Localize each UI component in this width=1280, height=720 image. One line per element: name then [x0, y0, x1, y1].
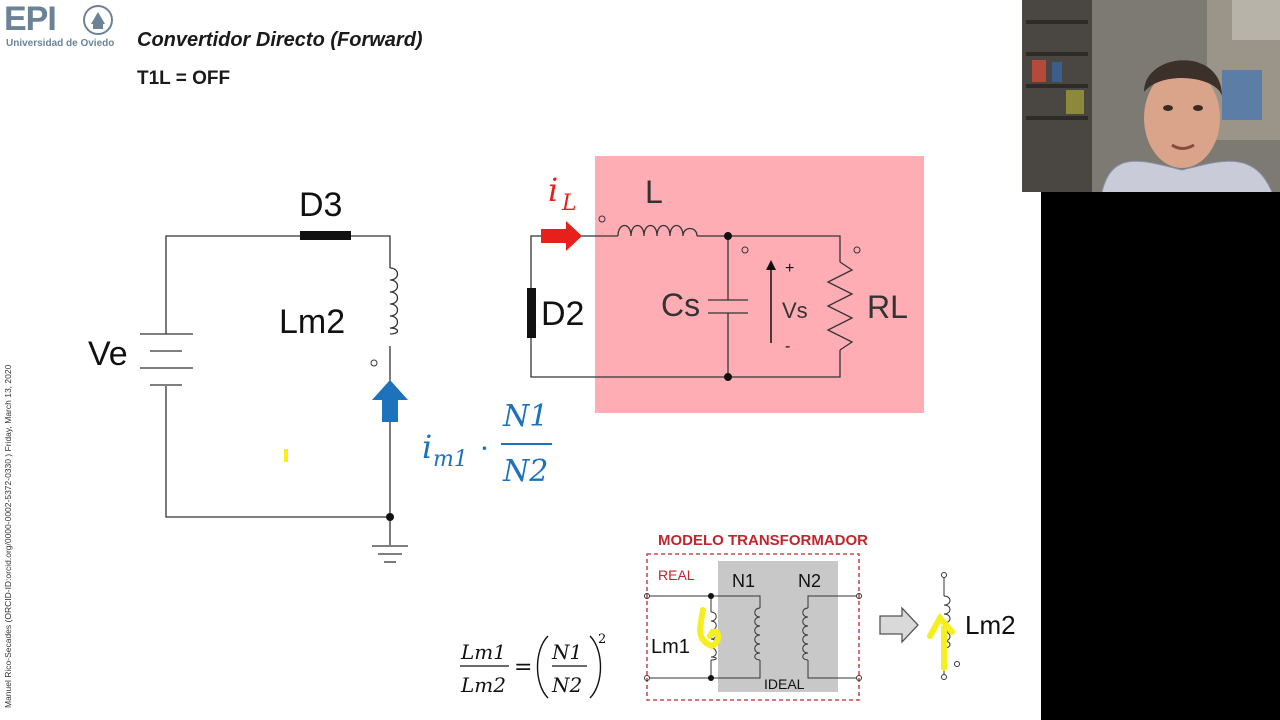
inductor-lm2 [389, 267, 399, 335]
ideal-transformer-box [718, 561, 838, 692]
n1-label: N1 [732, 571, 755, 591]
output-stage-highlight [595, 156, 924, 413]
junction-node [386, 513, 394, 521]
left-circuit-wires [165, 235, 391, 545]
formula-paren-right [589, 635, 602, 699]
switch-state: T1L = OFF [137, 68, 231, 89]
polarity-dot [370, 359, 378, 367]
formula-paren-left [536, 635, 549, 699]
formula-inner-denominator: N2 [551, 673, 582, 697]
equivalence-arrow-icon [879, 606, 919, 644]
multiply-dot: · [480, 432, 489, 465]
marker-arrow [927, 612, 955, 671]
slide-title: Convertidor Directo (Forward) [137, 29, 423, 51]
source-ve-label: Ve [88, 335, 128, 373]
inductor-l-label: L [645, 174, 663, 210]
junction-node [724, 373, 732, 381]
formula-denominator: Lm2 [460, 673, 506, 697]
marker-scribble [697, 607, 722, 650]
junction-node [708, 675, 714, 681]
logo-mark: EPI [4, 0, 57, 38]
polarity-dot [598, 215, 606, 223]
formula-numerator: Lm1 [460, 640, 506, 664]
webcam-feed [1022, 0, 1280, 192]
logo-subtitle: Universidad de Oviedo [6, 38, 115, 49]
seal-icon [83, 5, 113, 35]
marker-dash [284, 449, 288, 462]
polarity-dot [741, 246, 749, 254]
current-arrow-up-icon [372, 380, 408, 422]
video-black-panel [1041, 192, 1280, 720]
current-arrow-right-icon [541, 221, 582, 251]
transformer-model-title: MODELO TRANSFORMADOR [658, 532, 868, 549]
formula-inner-numerator: N1 [551, 640, 582, 664]
presenter-video-image [1022, 0, 1280, 192]
battery-ve [140, 333, 193, 386]
minus-sign: - [785, 338, 790, 355]
diode-d3-label: D3 [299, 186, 342, 224]
formula-exponent: 2 [598, 632, 606, 647]
ideal-label: IDEAL [764, 676, 805, 692]
transformer-model-frame [646, 553, 860, 701]
capacitor-cs-label: Cs [661, 287, 700, 323]
ground-icon [372, 545, 408, 563]
university-logo: EPI Universidad de Oviedo [4, 0, 116, 50]
equivalent-lm2-label: Lm2 [965, 610, 1016, 640]
inductor-lm2-label: Lm2 [279, 303, 345, 341]
real-label: REAL [658, 567, 695, 583]
capacitor-cs [708, 299, 748, 314]
junction-node [724, 232, 732, 240]
current-im1-label: i [422, 428, 432, 466]
voltage-vs-label: Vs [782, 298, 808, 323]
right-circuit-wires [530, 235, 841, 378]
inductor-l [617, 224, 698, 237]
polarity-dot [853, 246, 861, 254]
diode-d2-label: D2 [541, 295, 584, 333]
current-im1-subscript: m1 [433, 447, 468, 472]
diode-d2 [527, 288, 536, 338]
junction-node [708, 593, 714, 599]
diode-d3 [300, 231, 351, 240]
lm1-label: Lm1 [651, 636, 690, 658]
formula-equals: = [514, 655, 532, 680]
plus-sign: + [785, 260, 794, 277]
resistor-rl-label: RL [867, 289, 908, 325]
n2-label: N2 [798, 571, 821, 591]
transformer-model-wires [644, 593, 862, 681]
current-il-subscript: L [561, 191, 577, 216]
current-il-label: i [548, 171, 558, 209]
fraction-denominator: N2 [502, 454, 548, 489]
fraction-numerator: N1 [502, 399, 548, 434]
resistor-rl [826, 261, 854, 351]
voltage-arrow-icon [766, 260, 776, 343]
